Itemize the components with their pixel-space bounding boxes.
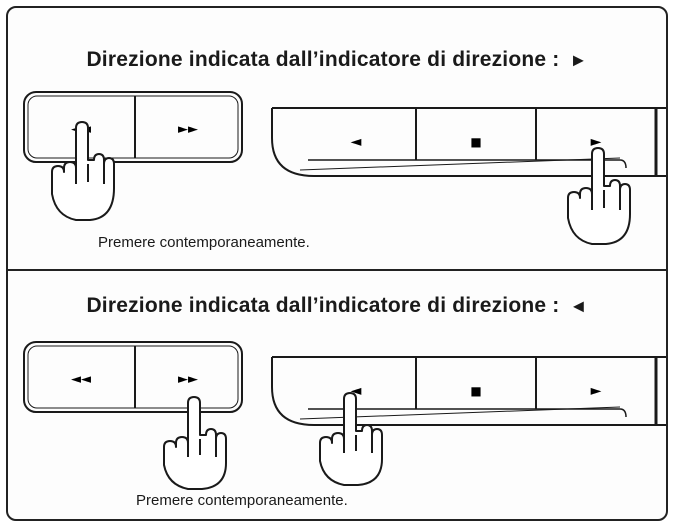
controls-illustration: ◄◄ ►► ◄ ■ ►: [23, 341, 666, 490]
remote-button-pad: ◄◄ ►►: [23, 341, 243, 413]
pressing-hand-icon: [163, 396, 227, 490]
stop-button[interactable]: ■: [470, 384, 481, 398]
play-button[interactable]: ►: [591, 134, 602, 150]
fast-forward-button[interactable]: ►►: [178, 122, 198, 137]
direction-indicator-icon: ◄: [569, 296, 588, 316]
deck-button-strip: ◄ ■ ►: [271, 107, 666, 177]
panel-forward: Direzione indicata dall’indicatore di di…: [8, 8, 666, 269]
fast-forward-icon: ►►: [178, 372, 198, 387]
play-button[interactable]: ►: [591, 383, 602, 399]
panel-heading: Direzione indicata dall’indicatore di di…: [8, 48, 666, 72]
pressing-hand-icon: [319, 392, 383, 486]
play-icon: ►: [591, 383, 602, 399]
panel-divider: [8, 269, 666, 271]
reverse-play-button[interactable]: ◄: [351, 383, 362, 399]
instruction-frame: Direzione indicata dall’indicatore di di…: [6, 6, 668, 521]
rewind-button[interactable]: ◄◄: [71, 372, 91, 387]
reverse-icon: ◄: [351, 134, 362, 150]
remote-button-pad: ◄◄ ►►: [23, 91, 243, 163]
pressing-hand-icon: [567, 147, 631, 245]
controls-illustration: ◄◄ ►► ◄ ■ ►: [23, 91, 666, 245]
deck-button-strip: ◄ ■ ►: [271, 356, 666, 426]
panel-caption: Premere contemporaneamente.: [136, 492, 348, 509]
rewind-icon: ◄◄: [71, 372, 91, 387]
stop-icon: ■: [470, 384, 481, 398]
stop-icon: ■: [470, 135, 481, 149]
panel-reverse: Direzione indicata dall’indicatore di di…: [8, 271, 666, 519]
reverse-icon: ◄: [351, 383, 362, 399]
direction-indicator-icon: ►: [569, 50, 588, 70]
reverse-play-button[interactable]: ◄: [351, 134, 362, 150]
fast-forward-button[interactable]: ►►: [178, 372, 198, 387]
fast-forward-icon: ►►: [178, 122, 198, 137]
panel-heading: Direzione indicata dall’indicatore di di…: [8, 294, 666, 318]
heading-text: Direzione indicata dall’indicatore di di…: [86, 48, 560, 71]
heading-text: Direzione indicata dall’indicatore di di…: [86, 294, 560, 317]
play-icon: ►: [591, 134, 602, 150]
pressing-hand-icon: [51, 121, 115, 221]
stop-button[interactable]: ■: [470, 135, 481, 149]
panel-caption: Premere contemporaneamente.: [98, 234, 310, 251]
